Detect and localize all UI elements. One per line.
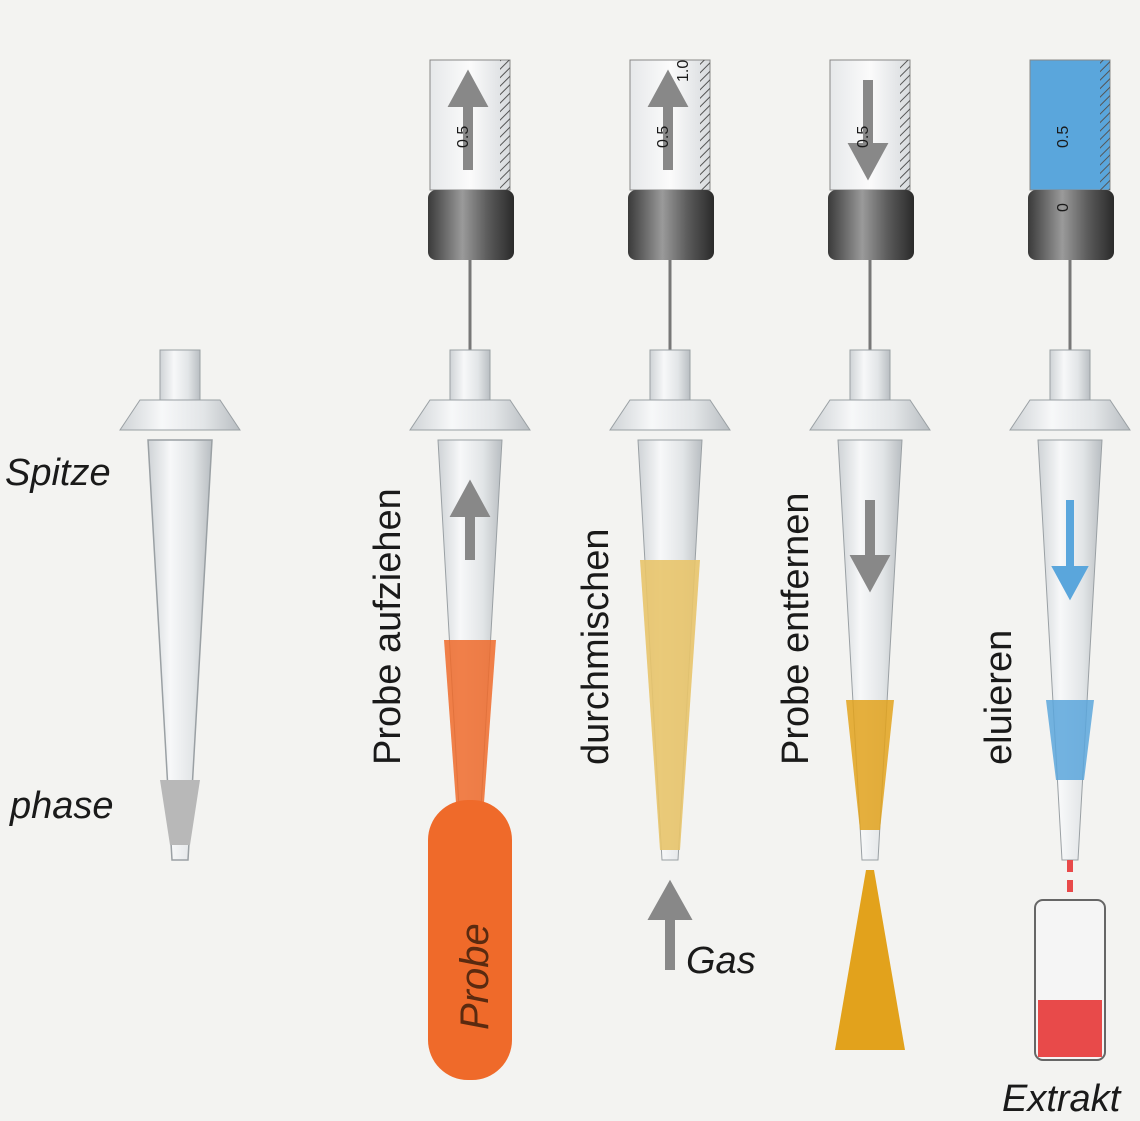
tip-remove-sample: [810, 60, 930, 1050]
step-draw-label: Probe aufziehen: [367, 488, 410, 765]
scale-mark: 0.5: [455, 126, 473, 148]
step-elute-label: eluieren: [978, 630, 1021, 765]
extract-label: Extrakt: [1002, 1078, 1120, 1121]
scale-mark: 0.5: [1055, 126, 1073, 148]
gas-arrow-icon: [656, 890, 684, 970]
tip-mix: [610, 60, 730, 970]
sorbent-phase: [160, 780, 200, 845]
step-mix-label: durchmischen: [575, 528, 618, 765]
step-remove-label: Probe entfernen: [775, 492, 818, 765]
phase-label: phase: [10, 785, 114, 828]
sample-label: Probe: [453, 923, 498, 1030]
scale-mark: 1.0: [675, 60, 693, 82]
waste-stream: [835, 870, 905, 1050]
scale-mark: 0: [1055, 203, 1073, 212]
scale-mark: 0.5: [655, 126, 673, 148]
gas-label: Gas: [686, 940, 756, 983]
scale-mark: 0.5: [855, 126, 873, 148]
tip-empty: [120, 350, 240, 860]
tip-label: Spitze: [5, 452, 111, 495]
